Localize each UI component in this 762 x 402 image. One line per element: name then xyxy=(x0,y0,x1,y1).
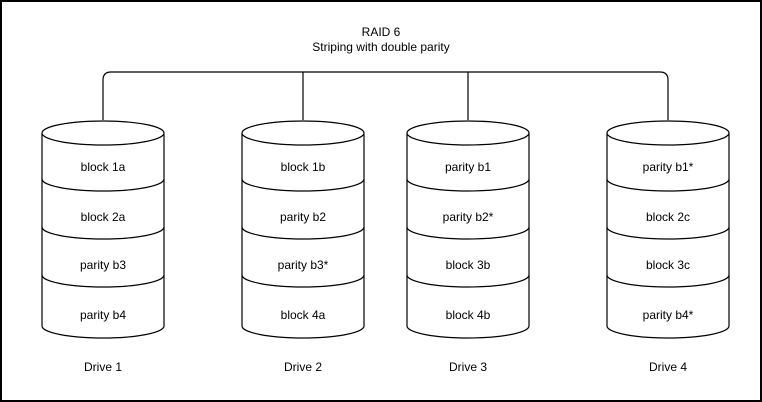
drive-2-segment-1: block 1b xyxy=(280,160,326,174)
drive-3-segment-3: block 3b xyxy=(445,258,491,272)
diagram-title-line1: RAID 6 xyxy=(361,25,401,39)
drive-3-segment-4: block 4b xyxy=(445,308,491,322)
bus-outer-line xyxy=(102,71,669,120)
drive-4-segment-4: parity b4* xyxy=(642,308,694,322)
drive-1-group: block 1a block 2a parity b3 parity b4 Dr… xyxy=(41,120,165,390)
drive-4-segment-3: block 3c xyxy=(645,258,691,272)
drive-1-segment-1: block 1a xyxy=(80,160,126,174)
drive-4-segment-1: parity b1* xyxy=(642,160,694,174)
drive-4-segment-2: block 2c xyxy=(645,210,691,224)
drive-2-segment-2: parity b2 xyxy=(279,210,327,224)
drive-1-cylinder-icon xyxy=(41,120,165,339)
drive-1-segment-3: parity b3 xyxy=(79,258,127,272)
drive-3-segment-2: parity b2* xyxy=(442,210,494,224)
drive-4-cylinder-icon xyxy=(606,120,730,339)
drive-4-label: Drive 4 xyxy=(648,360,687,374)
drive-2-label: Drive 2 xyxy=(283,360,322,374)
diagram-subtitle: Striping with double parity xyxy=(312,40,450,54)
drive-2-segment-3: parity b3* xyxy=(277,258,329,272)
drive-2-cylinder-icon xyxy=(241,120,365,339)
drive-2-segment-4: block 4a xyxy=(280,308,326,322)
drive-2-group: block 1b parity b2 parity b3* block 4a D… xyxy=(241,120,365,390)
drive-3-label: Drive 3 xyxy=(448,360,487,374)
diagram-title: RAID 6 Striping with double parity xyxy=(2,25,760,55)
drive-3-segment-1: parity b1 xyxy=(444,160,492,174)
drive-1-segment-4: parity b4 xyxy=(79,308,127,322)
drive-1-label: Drive 1 xyxy=(83,360,122,374)
drive-3-cylinder-icon xyxy=(406,120,530,339)
drive-3-group: parity b1 parity b2* block 3b block 4b D… xyxy=(406,120,530,390)
drive-1-segment-2: block 2a xyxy=(80,210,126,224)
drive-4-group: parity b1* block 2c block 3c parity b4* … xyxy=(606,120,730,390)
